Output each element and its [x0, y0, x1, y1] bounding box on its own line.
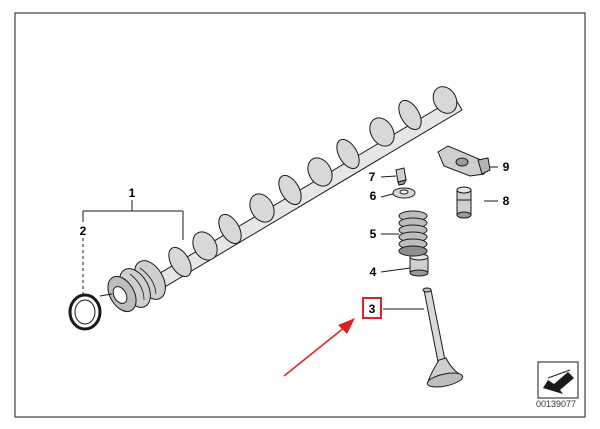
o-ring	[68, 293, 102, 331]
valve-spring	[398, 210, 428, 257]
callout-4: 4	[370, 265, 377, 279]
valve-stem-seal	[409, 253, 429, 277]
spring-retainer	[392, 187, 416, 199]
pointer-arrow	[283, 318, 355, 377]
hydraulic-lifter	[456, 186, 472, 219]
valve-keeper	[395, 167, 407, 186]
callout-labels: 1 2 3 4 5 6 7 8 9	[80, 160, 510, 316]
callout-8: 8	[503, 194, 510, 208]
diagram-frame	[14, 12, 586, 418]
corner-pointer-icon	[537, 361, 579, 399]
o-ring-inner	[74, 299, 96, 325]
valve	[422, 287, 464, 388]
camshaft	[107, 86, 463, 313]
callout-1: 1	[129, 186, 136, 200]
callout-2: 2	[80, 224, 87, 238]
callout-9: 9	[503, 160, 510, 174]
diagram-number: 00139077	[536, 399, 576, 409]
leader-lines-1-2	[82, 200, 184, 297]
callout-5: 5	[370, 227, 377, 241]
callout-6: 6	[370, 189, 377, 203]
highlight-box	[362, 297, 382, 319]
leader-lines-3-9	[380, 166, 498, 310]
callout-7: 7	[369, 170, 376, 184]
callout-3: 3	[369, 302, 376, 316]
rocker-arm	[437, 145, 491, 177]
